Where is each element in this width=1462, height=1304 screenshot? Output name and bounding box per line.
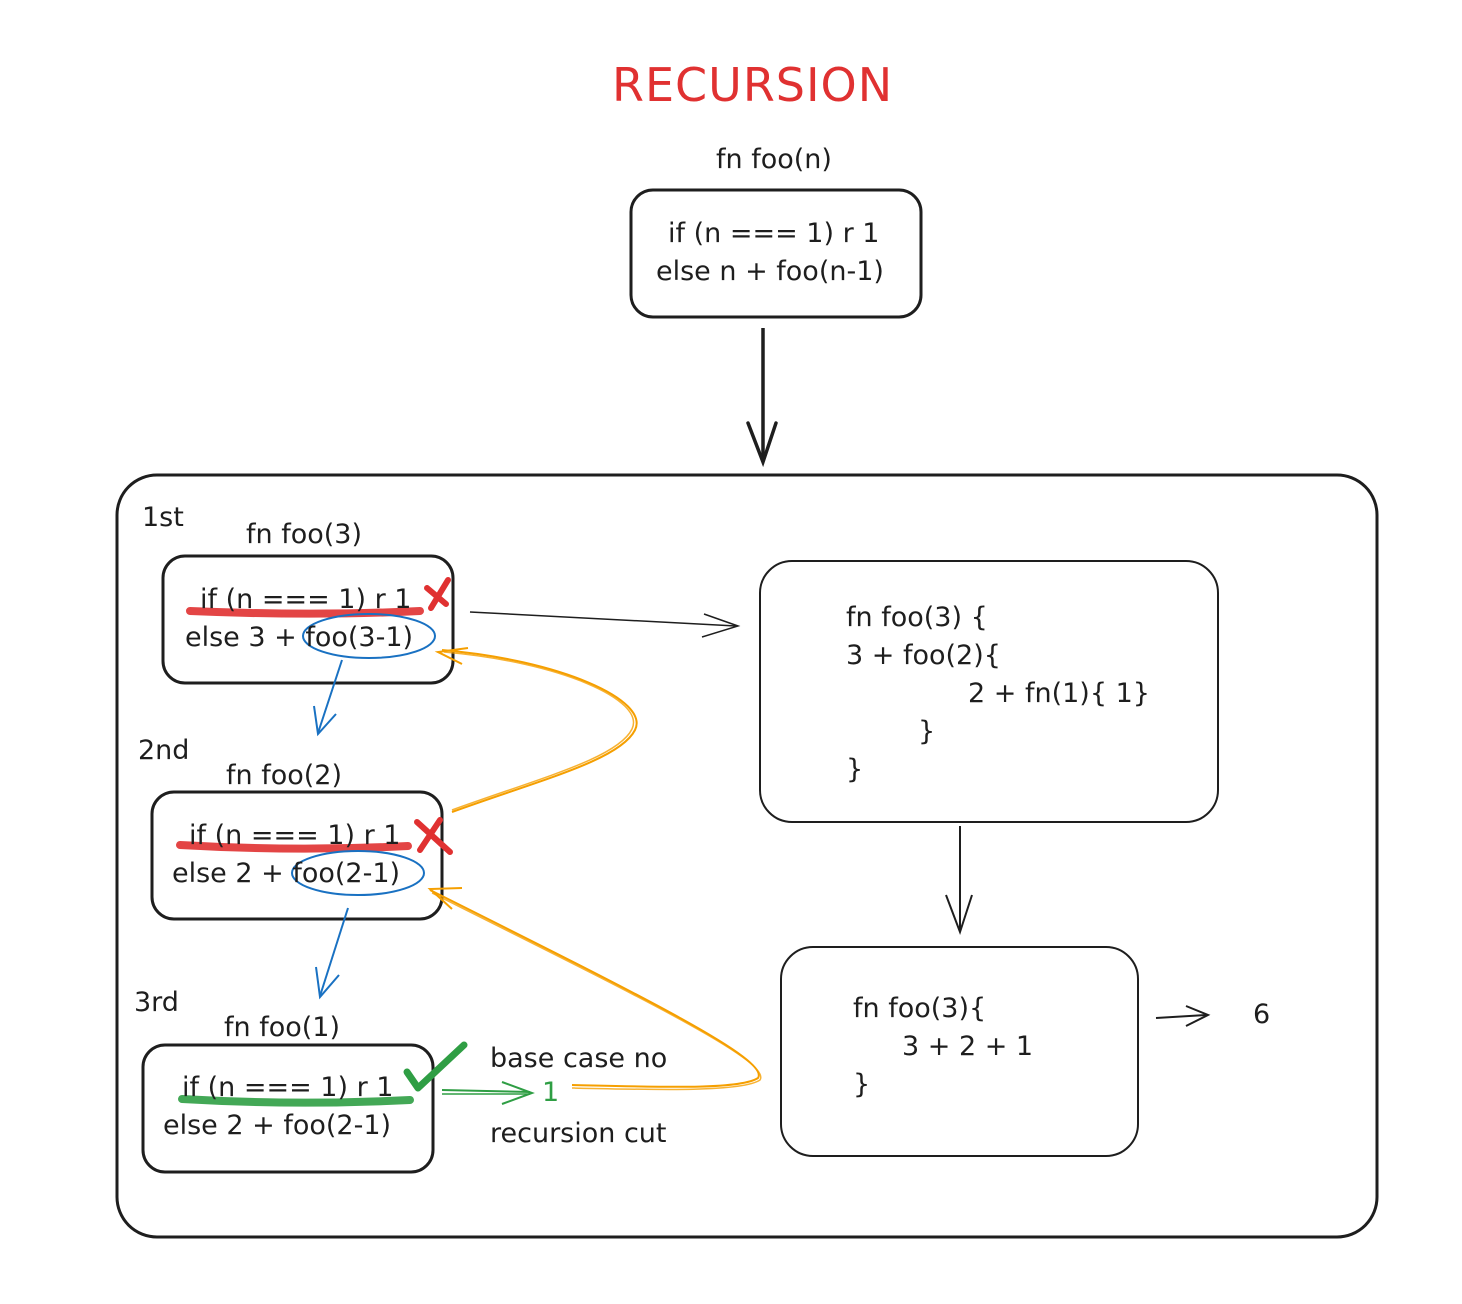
call-1-line-2-prefix: else 3 + [185, 622, 306, 653]
base-underline [178, 1095, 414, 1107]
definition-line-1: if (n === 1) r 1 [668, 218, 880, 249]
expansion-box[interactable] [759, 560, 1219, 823]
result-arrow-head [1185, 1005, 1211, 1027]
page-title: RECURSION [612, 58, 894, 112]
definition-label: fn foo(n) [716, 144, 832, 175]
base-case-bottom: recursion cut [490, 1118, 667, 1149]
return-arrow-2b [431, 892, 762, 1091]
call-order-3: 3rd [134, 987, 179, 1018]
down-arrow-head [746, 421, 778, 468]
simplified-line-2: 3 + 2 + 1 [902, 1031, 1034, 1062]
call-circle-2 [291, 850, 425, 896]
simplified-line-3: } [853, 1069, 871, 1100]
call-1-line-1: if (n === 1) r 1 [200, 584, 412, 615]
call-1-line-2: else 3 + foo(3-1) [185, 624, 413, 651]
call-box-1[interactable] [161, 554, 455, 685]
call-2-line-2-prefix: else 2 + [172, 858, 293, 889]
strike-line-1 [186, 607, 424, 618]
call-3-recursive-call: foo(2-1) [283, 1110, 392, 1141]
expansion-line-2: 3 + foo(2){ [846, 640, 1001, 671]
expand-arrow [469, 611, 737, 627]
return-arrow-1b [443, 651, 635, 811]
base-arrow [441, 1089, 531, 1093]
base-case-top: base case no [490, 1043, 668, 1074]
expansion-line-3: 2 + fn(1){ 1} [968, 678, 1150, 709]
call-arrow-1 [317, 659, 343, 734]
simplify-arrow-head [945, 894, 973, 936]
call-arrow-2-head [315, 966, 340, 1000]
expansion-line-1: fn foo(3) { [846, 602, 988, 633]
call-label-3: fn foo(1) [224, 1012, 340, 1043]
call-3-line-1: if (n === 1) r 1 [182, 1072, 394, 1103]
base-arrow-head [501, 1081, 535, 1105]
definition-line-2: else n + foo(n-1) [656, 256, 884, 287]
definition-box[interactable] [629, 188, 923, 319]
call-arrow-1-head [313, 705, 337, 737]
strike-line-2 [176, 841, 412, 853]
return-arrow-1 [441, 649, 638, 813]
call-circle-1 [302, 613, 436, 659]
success-check [403, 1041, 468, 1092]
call-1-recursive-call[interactable]: foo(3-1) [305, 622, 414, 653]
return-arrow-1-head [434, 647, 469, 665]
call-box-3[interactable] [141, 1043, 435, 1174]
call-2-line-2: else 2 + foo(2-1) [172, 860, 400, 887]
call-order-2: 2nd [138, 735, 190, 766]
base-case-value: 1 [542, 1077, 560, 1108]
expansion-line-5: } [846, 754, 864, 785]
fail-x-2 [414, 817, 453, 855]
fail-x-1 [424, 577, 451, 611]
call-2-recursive-call[interactable]: foo(2-1) [292, 858, 401, 889]
result-value: 6 [1253, 999, 1271, 1030]
call-label-2: fn foo(2) [226, 760, 342, 791]
call-order-1: 1st [142, 502, 184, 533]
call-2-line-1: if (n === 1) r 1 [189, 820, 401, 851]
simplified-box[interactable] [780, 946, 1139, 1157]
expansion-line-4: } [918, 716, 936, 747]
call-3-line-2: else 2 + foo(2-1) [163, 1112, 391, 1139]
expand-arrow-head [701, 613, 741, 638]
execution-frame [115, 473, 1379, 1239]
simplified-line-1: fn foo(3){ [853, 993, 987, 1024]
result-arrow [1155, 1014, 1207, 1019]
call-arrow-2 [319, 907, 349, 997]
call-3-line-2-prefix: else 2 + [163, 1110, 284, 1141]
return-arrow-2-head [427, 887, 463, 910]
call-box-2[interactable] [150, 790, 444, 921]
call-label-1: fn foo(3) [246, 519, 362, 550]
